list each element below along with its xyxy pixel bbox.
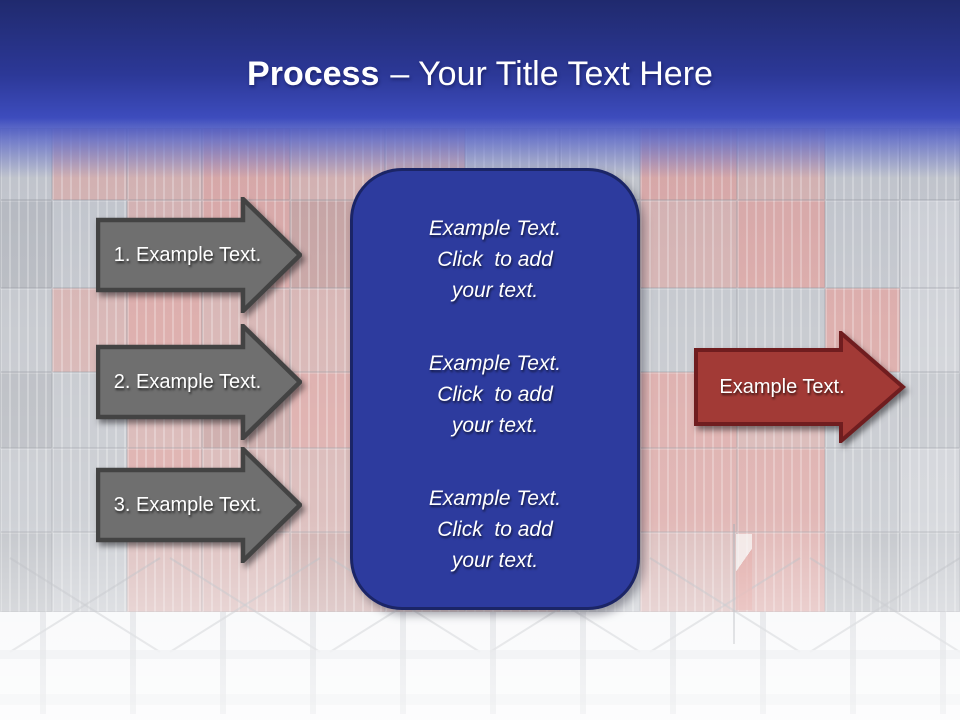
- slide-title[interactable]: Process – Your Title Text Here: [0, 54, 960, 94]
- right-arrow-shape: [96, 447, 302, 563]
- step-label-2: 2. Example Text.: [113, 370, 262, 393]
- step-arrow-2[interactable]: 2. Example Text.: [96, 324, 302, 440]
- step-arrow-1[interactable]: 1. Example Text.: [96, 197, 302, 313]
- result-arrow[interactable]: Example Text.: [694, 331, 906, 443]
- panel-text-block-3: Example Text. Click to add your text.: [367, 483, 623, 576]
- panel-line: Click to add: [437, 383, 553, 406]
- right-arrow-shape: [96, 324, 302, 440]
- right-arrow-shape: [694, 331, 906, 443]
- panel-line: Example Text.: [428, 217, 562, 240]
- title-bar: Process – Your Title Text Here: [0, 0, 960, 178]
- panel-line: your text.: [451, 414, 539, 437]
- panel-line: Example Text.: [428, 487, 562, 510]
- content-panel[interactable]: Example Text. Click to add your text. Ex…: [350, 168, 640, 610]
- step-label-3: 3. Example Text.: [113, 493, 262, 516]
- panel-line: Click to add: [437, 248, 553, 271]
- step-arrow-3[interactable]: 3. Example Text.: [96, 447, 302, 563]
- right-arrow-shape: [96, 197, 302, 313]
- panel-text-block-1: Example Text. Click to add your text.: [367, 213, 623, 306]
- panel-text-block-2: Example Text. Click to add your text.: [367, 348, 623, 441]
- step-label-1: 1. Example Text.: [113, 243, 262, 266]
- result-label: Example Text.: [719, 375, 845, 398]
- title-emphasis: Process: [247, 55, 380, 93]
- panel-line: Click to add: [437, 518, 553, 541]
- panel-line: your text.: [451, 279, 539, 302]
- title-rest: – Your Title Text Here: [390, 55, 713, 93]
- panel-line: your text.: [451, 549, 539, 572]
- panel-line: Example Text.: [428, 352, 562, 375]
